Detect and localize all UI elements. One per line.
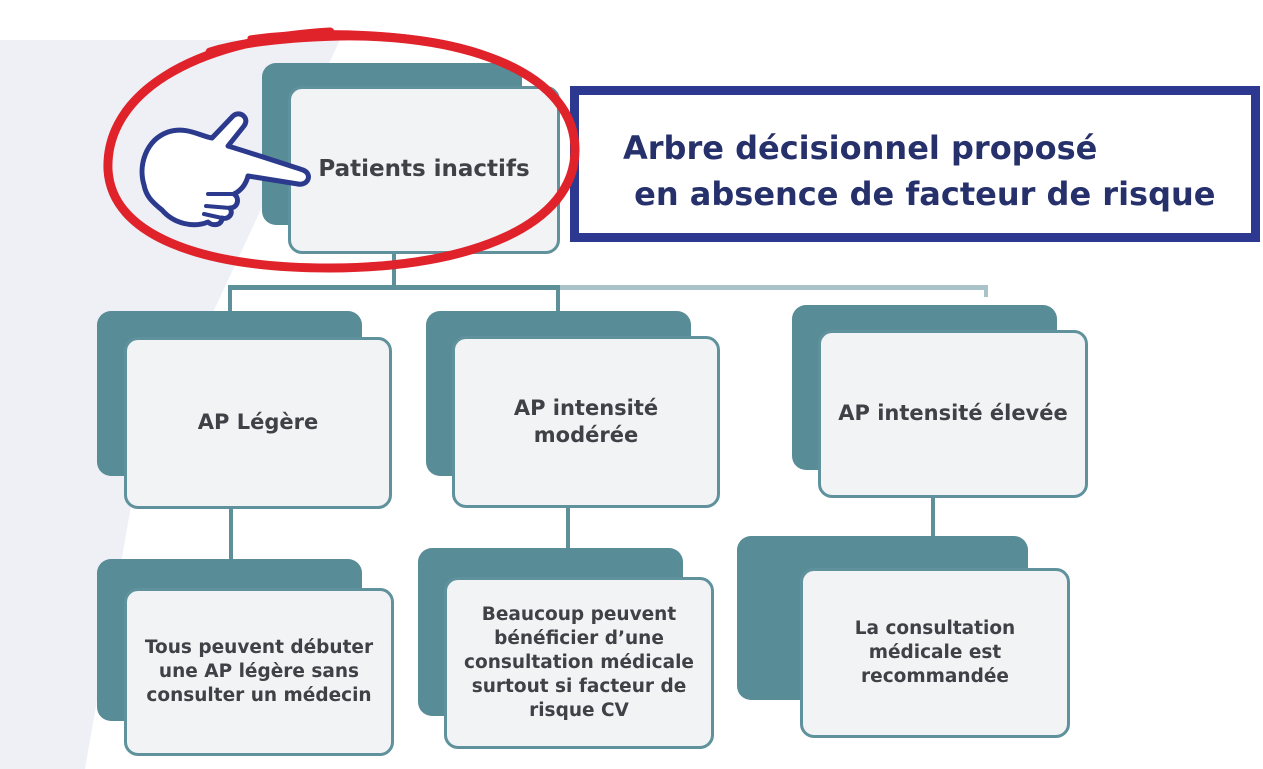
recommendation-node-1-label: Tous peuvent débuter une AP légère sans …: [144, 636, 374, 707]
root-node: Patients inactifs: [288, 86, 560, 254]
level-node-2: AP intensité modérée: [452, 336, 720, 508]
level-node-2-label: AP intensité modérée: [513, 395, 659, 447]
highlight-circle: [103, 27, 580, 273]
level-node-1: AP Légère: [124, 337, 392, 509]
connector-to-level-3: [984, 285, 988, 297]
recommendation-node-2: Beaucoup peuvent bénéficier d’une consul…: [444, 577, 714, 749]
recommendation-node-3-label: La consultation médicale est recommandée: [854, 617, 1016, 688]
connector-level2-to-rec2: [566, 508, 570, 548]
recommendation-node-3: La consultation médicale est recommandée: [800, 568, 1070, 738]
title-line-1: Arbre décisionnel proposé: [623, 129, 1098, 167]
level-node-3: AP intensité élevée: [818, 330, 1088, 498]
connector-level1-to-rec1: [229, 508, 233, 560]
recommendation-node-1: Tous peuvent débuter une AP légère sans …: [124, 588, 394, 756]
level-node-3-label: AP intensité élevée: [838, 401, 1068, 426]
pointing-hand-icon: [139, 111, 311, 228]
connector-level3-to-rec3: [931, 496, 935, 536]
title-line-2: en absence de facteur de risque: [623, 175, 1216, 214]
title-box: Arbre décisionnel proposé en absence de …: [570, 86, 1260, 242]
connector-to-level-2: [556, 285, 560, 311]
connector-to-level-1: [228, 285, 232, 311]
root-node-label: Patients inactifs: [318, 156, 530, 183]
recommendation-node-2-label: Beaucoup peuvent bénéficier d’une consul…: [464, 603, 694, 722]
connector-horizontal-light: [556, 285, 986, 290]
level-node-1-label: AP Légère: [197, 410, 319, 435]
title-text: Arbre décisionnel proposé en absence de …: [623, 125, 1215, 218]
